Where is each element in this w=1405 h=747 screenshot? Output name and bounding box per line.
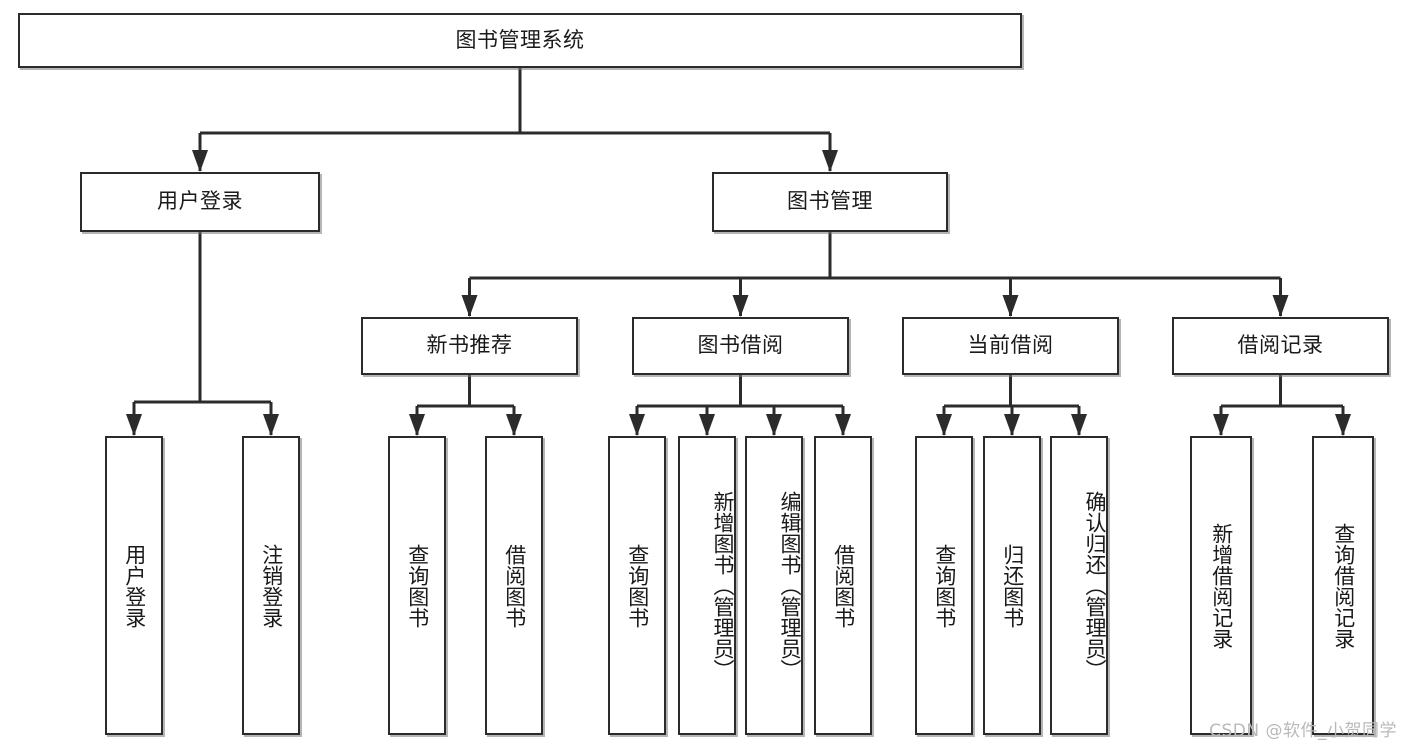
node-leaf-return-book: 归还图书	[983, 436, 1041, 735]
arrow-head-book-admin	[822, 150, 838, 172]
arrow-head-leaf-return-book	[1004, 414, 1020, 436]
node-label-leaf-user-logout: 注销登录	[259, 543, 284, 628]
node-leaf-borrow-book-1: 借阅图书	[485, 436, 543, 735]
node-label-book-admin: 图书管理	[787, 189, 873, 214]
arrow-head-leaf-borrow-book-1	[506, 414, 522, 436]
node-leaf-query-book-2: 查询图书	[608, 436, 666, 735]
node-label-leaf-query-book-2: 查询图书	[625, 543, 650, 628]
arrow-head-leaf-edit-book	[766, 414, 782, 436]
node-leaf-user-login: 用户登录	[105, 436, 163, 735]
arrow-head-user-login	[192, 150, 208, 172]
arrow-head-leaf-confirm-return	[1071, 414, 1087, 436]
node-label-book-borrow: 图书借阅	[697, 333, 784, 358]
node-leaf-query-record: 查询借阅记录	[1312, 436, 1374, 735]
arrow-head-leaf-query-book-2	[629, 414, 645, 436]
node-leaf-add-record: 新增借阅记录	[1190, 436, 1252, 735]
arrow-head-leaf-query-record	[1335, 414, 1351, 436]
node-borrow-record: 借阅记录	[1172, 317, 1389, 375]
node-leaf-edit-book: 编辑图书（管理员）	[745, 436, 803, 735]
node-root: 图书管理系统	[18, 13, 1022, 68]
node-leaf-confirm-return: 确认归还（管理员）	[1050, 436, 1108, 735]
node-label-leaf-borrow-book-1: 借阅图书	[502, 543, 527, 628]
node-label-leaf-edit-book: 编辑图书（管理员）	[778, 491, 802, 680]
node-leaf-query-book-3: 查询图书	[915, 436, 973, 735]
node-leaf-query-book-1: 查询图书	[388, 436, 446, 735]
node-label-leaf-user-login: 用户登录	[122, 543, 147, 628]
node-leaf-add-book: 新增图书（管理员）	[678, 436, 736, 735]
node-leaf-borrow-book-2: 借阅图书	[814, 436, 872, 735]
node-label-leaf-query-book-1: 查询图书	[405, 543, 430, 628]
arrow-head-borrow-record	[1272, 295, 1289, 317]
node-label-user-login: 用户登录	[157, 189, 243, 214]
node-label-leaf-query-record: 查询借阅记录	[1331, 522, 1356, 649]
node-label-root: 图书管理系统	[455, 27, 585, 52]
node-user-login: 用户登录	[80, 172, 320, 232]
arrow-head-leaf-query-book-3	[936, 414, 952, 436]
arrow-head-leaf-user-login	[126, 414, 142, 436]
node-label-leaf-return-book: 归还图书	[1000, 543, 1025, 628]
node-book-borrow: 图书借阅	[632, 317, 849, 375]
node-label-borrow-record: 借阅记录	[1237, 333, 1324, 358]
node-new-book-rec: 新书推荐	[361, 317, 578, 375]
node-book-admin: 图书管理	[712, 172, 948, 232]
node-label-new-book-rec: 新书推荐	[426, 333, 513, 358]
node-leaf-user-logout: 注销登录	[242, 436, 300, 735]
arrow-head-current-borrow	[1002, 295, 1019, 317]
node-current-borrow: 当前借阅	[902, 317, 1119, 375]
watermark: CSDN @软件_小贺同学	[1209, 721, 1397, 741]
node-label-leaf-query-book-3: 查询图书	[932, 543, 957, 628]
arrow-head-book-borrow	[732, 295, 749, 317]
arrow-head-leaf-add-book	[699, 414, 715, 436]
node-label-leaf-add-book: 新增图书（管理员）	[711, 491, 735, 680]
arrow-head-new-book-rec	[461, 295, 478, 317]
node-label-leaf-confirm-return: 确认归还（管理员）	[1083, 491, 1107, 680]
node-label-leaf-add-record: 新增借阅记录	[1209, 522, 1234, 649]
arrow-head-leaf-query-book-1	[409, 414, 425, 436]
node-label-leaf-borrow-book-2: 借阅图书	[831, 543, 856, 628]
node-label-current-borrow: 当前借阅	[967, 333, 1054, 358]
arrow-head-leaf-borrow-book-2	[835, 414, 851, 436]
arrow-head-leaf-user-logout	[263, 414, 279, 436]
arrow-head-leaf-add-record	[1213, 414, 1229, 436]
